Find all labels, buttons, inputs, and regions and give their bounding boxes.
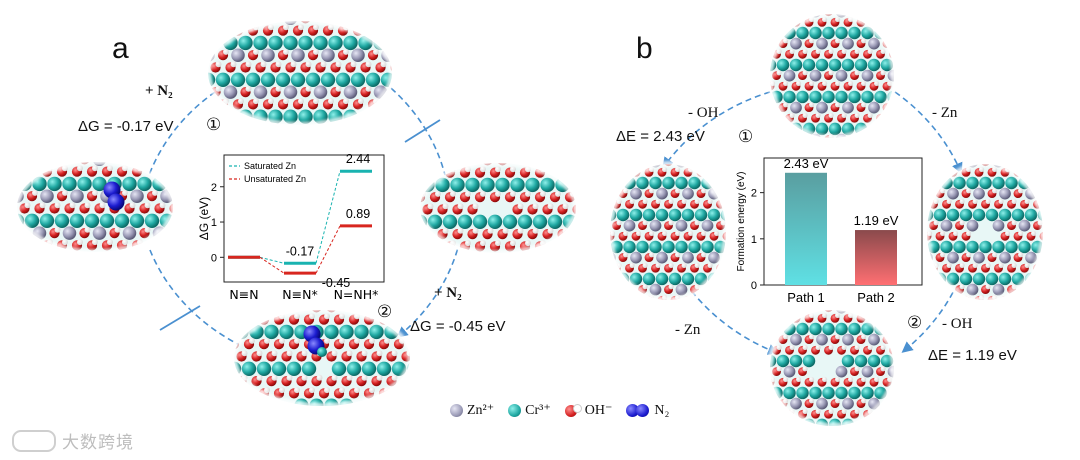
chart1-category-label: N≡N <box>229 287 258 302</box>
split-line-right <box>405 120 440 142</box>
chart2-category-label: Path 1 <box>787 290 825 305</box>
slab-b-right <box>921 156 1050 305</box>
watermark-logo-icon <box>12 430 56 452</box>
chart2-ylabel: Formation energy (eV) <box>736 171 747 271</box>
b-left-bottom-label: - Zn <box>675 322 700 339</box>
b-right-delta-e: ΔE = 1.19 eV <box>928 347 1017 364</box>
b-step1-number: ① <box>738 127 753 147</box>
atom-legend: Zn²⁺ Cr³⁺ OH⁻ N₂ <box>450 402 669 419</box>
chart1-legend-label: Saturated Zn <box>244 161 296 171</box>
chart1-data-label: 2.44 <box>346 152 370 166</box>
slab-b-bottom <box>764 302 900 431</box>
cr-legend-icon <box>508 404 521 417</box>
watermark-text: 大数跨境 <box>62 428 134 453</box>
panel-b-label: b <box>636 32 653 66</box>
slab-a-right <box>413 154 584 253</box>
chart1-ytick-label: 2 <box>211 182 217 194</box>
chart2-ytick-label: 2 <box>751 188 757 200</box>
chart2-data-label: 2.43 eV <box>784 156 829 171</box>
slab-a-top <box>201 12 402 125</box>
chart1-ylabel: ΔG (eV) <box>197 197 211 240</box>
step1-delta-g: ΔG = -0.17 eV <box>78 118 174 135</box>
zn-legend-icon <box>450 404 463 417</box>
b-left-delta-e: ΔE = 2.43 eV <box>616 128 705 145</box>
panel-a-label: a <box>112 32 129 66</box>
formation-energy-chart: 0 1 2 Formation energy (eV) 2.43 eV Path 1 1.1… <box>736 156 922 305</box>
n2-legend-icon <box>626 404 650 417</box>
legend-zn: Zn²⁺ <box>467 402 494 419</box>
b-left-top-label: - OH <box>688 105 718 122</box>
chart1-ytick-label: 1 <box>211 217 217 229</box>
split-line-left <box>160 306 200 330</box>
step2-add-n2: + N₂ <box>434 285 462 302</box>
chart2-bar-2 <box>855 230 897 285</box>
legend-n2: N₂ <box>654 403 669 419</box>
b-right-top-label: - Zn <box>932 105 957 122</box>
slab-a-left <box>10 153 181 252</box>
chart2-ytick-label: 1 <box>751 234 757 246</box>
legend-cr: Cr³⁺ <box>525 402 551 419</box>
chart1-data-label: 0.89 <box>346 207 370 221</box>
b-right-mid-label: - OH <box>942 316 972 333</box>
chart1-data-label: -0.17 <box>286 244 315 258</box>
chart2-ytick-label: 0 <box>751 280 757 292</box>
step2-delta-g: ΔG = -0.45 eV <box>410 318 506 335</box>
step2-number: ② <box>377 302 392 322</box>
chart2-data-label: 1.19 eV <box>854 213 899 228</box>
slab-b-top <box>764 6 900 146</box>
slab-b-left <box>604 156 733 305</box>
chart1-category-label: N≡N* <box>282 287 317 302</box>
oh-legend-icon <box>565 404 581 418</box>
legend-oh: OH⁻ <box>585 402 613 419</box>
chart2-bar-1 <box>785 173 827 285</box>
step1-number: ① <box>206 115 221 135</box>
chart2-category-label: Path 2 <box>857 290 895 305</box>
chart1-legend-label: Unsaturated Zn <box>244 174 306 184</box>
watermark: 大数跨境 <box>12 428 134 453</box>
chart1-ytick-label: 0 <box>211 252 217 264</box>
b-step2-number: ② <box>907 313 922 333</box>
step1-add-n2: + N₂ <box>145 83 173 100</box>
chart1-category-label: N=NH* <box>334 287 379 302</box>
